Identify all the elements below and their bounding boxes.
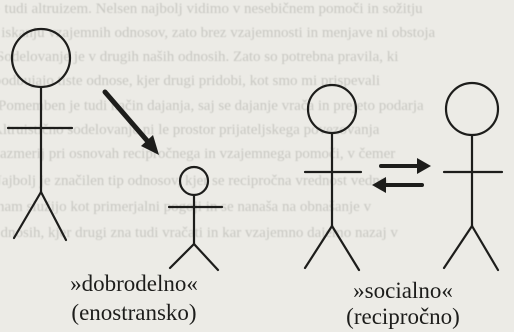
show-through-line: Altruistično sodelovanje ni le prostor p… [0,122,380,138]
head [178,165,210,197]
show-through-line: razmerij pri osnovah recipročnega in vza… [0,146,396,162]
caption-unilateral: (enostransko) [71,300,197,325]
show-through-line: spodbujajo tiste odnose, kjer drugi prid… [0,73,381,89]
head [444,81,500,137]
caption-reciprocal: (recipročno) [346,304,460,329]
caption-charitable: »dobrodelno« [70,271,198,296]
show-through-line: odnosih, kjer drugi zna tudi vračati in … [0,225,398,241]
left-leg [303,224,334,270]
right-leg [470,224,500,272]
tall-stick-figure-center [303,83,363,272]
right-leg [330,224,361,272]
left-leg [168,242,196,270]
left-leg [442,224,474,270]
head [10,27,72,89]
show-through-line: Pomemben je tudi način dajanja, saj se d… [0,98,424,114]
tall-stick-figure-left [6,27,74,242]
caption-social: »socialno« [353,278,453,303]
show-through-line: e tudi altruizem. Nelsen najbolj vidimo … [0,1,423,17]
exchange-arrows-icon [379,164,424,187]
left-arrow-head [372,177,386,193]
show-through-line: v iskanju vzajemnih odnosov, zato brez v… [0,25,436,41]
show-through-line: Najbolj je značilen tip odnosov, kjer se… [0,173,388,189]
right-arrow-head [417,158,431,174]
right-leg [192,242,220,272]
head [306,83,358,135]
show-through-line: Sodelovanje je v drugih naših odnosih. Z… [0,49,399,65]
small-stick-figure [167,165,224,272]
tall-stick-figure-right [442,81,504,272]
right-leg [39,190,68,242]
diagonal-arrow-icon [102,89,153,147]
left-leg [12,190,43,240]
diagonal-arrow-head [141,135,159,155]
